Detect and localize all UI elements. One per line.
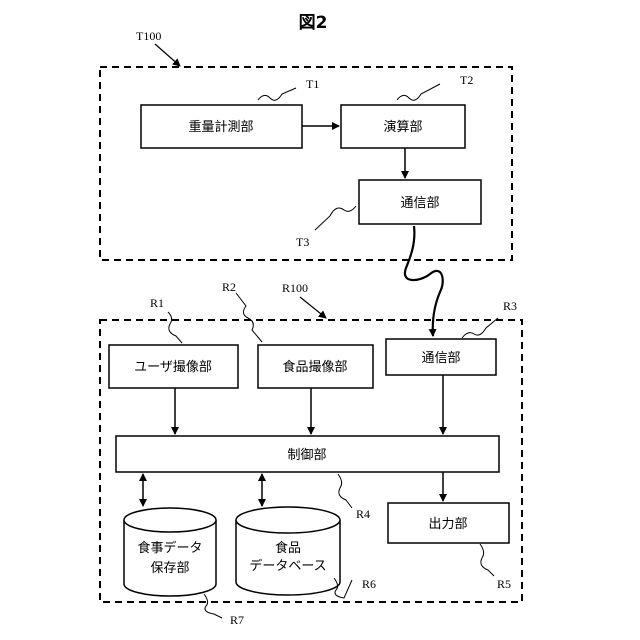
meal-storage-label-line1: 食事データ xyxy=(137,540,202,556)
food-db-label-line2: データベース xyxy=(249,558,326,574)
t2-leader-line xyxy=(397,84,440,100)
meal-storage-label-line2: 保存部 xyxy=(150,561,189,576)
t3-ref-label: T3 xyxy=(296,235,309,249)
control-label: 制御部 xyxy=(287,448,326,463)
calculation-unit: 演算部 xyxy=(341,105,465,148)
r6-ref-label: R6 xyxy=(362,577,376,591)
output-unit: 出力部 xyxy=(388,503,509,543)
t1-leader-line xyxy=(258,88,296,100)
r1-ref-label: R1 xyxy=(150,296,164,310)
r7-leader-line xyxy=(204,594,222,618)
r2-ref-label: R2 xyxy=(222,280,236,294)
r1-leader-line xyxy=(168,312,182,343)
food-db-label-line1: 食品 xyxy=(275,540,301,556)
control-unit: 制御部 xyxy=(116,436,499,472)
r-communication-label: 通信部 xyxy=(421,351,460,366)
r3-ref-label: R3 xyxy=(503,299,517,313)
weight-measurement-label: 重量計測部 xyxy=(188,119,253,135)
output-label: 出力部 xyxy=(428,517,467,532)
t-communication-label: 通信部 xyxy=(400,196,439,211)
weight-measurement-unit: 重量計測部 xyxy=(141,105,302,148)
r2-leader-line xyxy=(236,293,262,342)
r5-ref-label: R5 xyxy=(497,577,511,591)
r-communication-unit: 通信部 xyxy=(386,339,496,375)
figure-title: 図2 xyxy=(299,13,328,33)
t2-ref-label: T2 xyxy=(460,73,473,87)
user-camera-unit: ユーザ撮像部 xyxy=(109,345,238,388)
r7-ref-label: R7 xyxy=(230,613,244,627)
t100-group-border xyxy=(100,67,512,260)
r100-ref-label: R100 xyxy=(282,281,308,295)
calculation-label: 演算部 xyxy=(383,119,422,135)
food-camera-unit: 食品撮像部 xyxy=(258,345,373,388)
r5-leader-line xyxy=(480,544,494,576)
user-camera-label: ユーザ撮像部 xyxy=(134,359,212,375)
food-camera-label: 食品撮像部 xyxy=(282,359,347,375)
t100-ref-arrow xyxy=(155,44,180,66)
t3-leader-line xyxy=(315,206,356,230)
meal-data-storage-cylinder: 食事データ 保存部 xyxy=(124,508,216,596)
food-database-cylinder: 食品 データベース xyxy=(236,507,340,595)
r3-leader-line xyxy=(462,318,498,338)
r4-ref-label: R4 xyxy=(356,507,370,521)
t-communication-unit: 通信部 xyxy=(359,180,481,224)
t100-ref-label: T100 xyxy=(136,29,161,43)
t1-ref-label: T1 xyxy=(306,77,319,91)
r4-leader-line xyxy=(338,474,352,508)
r100-ref-arrow xyxy=(300,297,326,318)
